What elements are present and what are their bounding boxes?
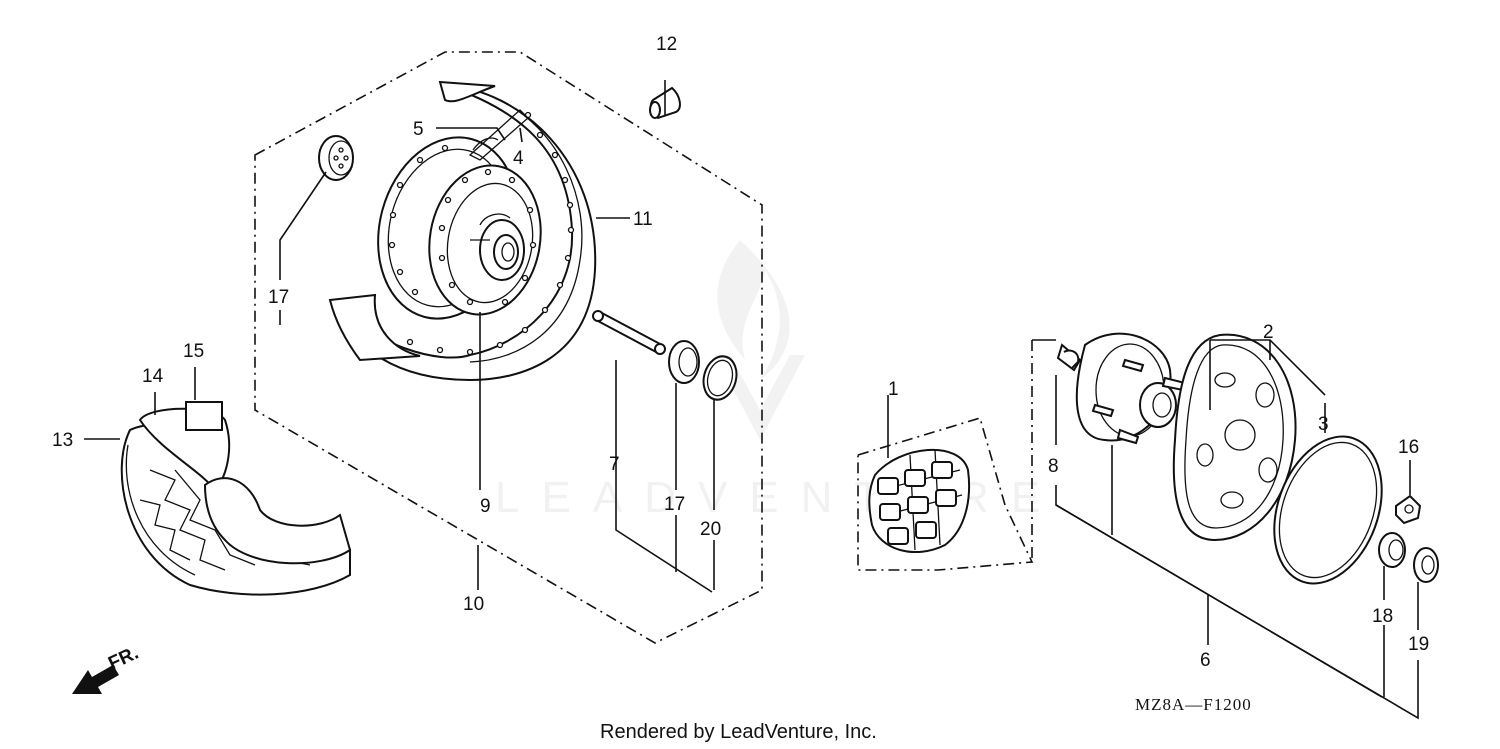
callout-13: 13 [52, 430, 73, 451]
arrow-left-down-icon [72, 665, 119, 694]
callout-16: 16 [1398, 437, 1419, 458]
left-bearing [318, 135, 354, 181]
wheel-assembly-outline [254, 51, 763, 644]
tire-parts [120, 401, 352, 596]
right-bearing [668, 340, 700, 384]
sprocket-group [1031, 332, 1439, 585]
hub-holes [438, 168, 537, 306]
diagram-code: MZ8A—F1200 [1135, 695, 1252, 714]
callout-15: 15 [183, 341, 204, 362]
callout-19: 19 [1408, 634, 1429, 655]
damper-group [857, 395, 1034, 571]
callout-6: 6 [1200, 650, 1211, 671]
callout-18: 18 [1372, 606, 1393, 627]
credit-text: Rendered by LeadVenture, Inc. [600, 721, 877, 743]
callout-12: 12 [656, 34, 677, 55]
callout-labels: 1 2 3 4 5 6 7 8 9 10 11 12 13 14 15 16 1… [52, 34, 1429, 671]
callout-4: 4 [513, 148, 524, 169]
sprocket-leader-lines [1055, 339, 1419, 720]
callout-9: 9 [480, 496, 491, 517]
front-direction-indicator: FR. [72, 643, 142, 694]
callout-2: 2 [1263, 322, 1274, 343]
callout-20: 20 [700, 519, 721, 540]
callout-3: 3 [1318, 414, 1329, 435]
callout-5: 5 [413, 119, 424, 140]
callout-7: 7 [609, 454, 620, 475]
callout-17b: 17 [664, 494, 685, 515]
watermark-text: LEADVENTURE [495, 473, 1062, 522]
callout-8: 8 [1048, 456, 1059, 477]
o-ring [702, 355, 738, 401]
callout-11: 11 [633, 209, 653, 230]
callout-17a: 17 [268, 287, 289, 308]
callout-14: 14 [142, 366, 164, 387]
tire-leader-lines [84, 367, 196, 440]
rear-wheel [328, 80, 597, 382]
brake-disc-holes [388, 144, 449, 296]
axle-collar [592, 310, 666, 355]
wheel-leader-lines [279, 80, 715, 593]
callout-10: 10 [463, 594, 484, 615]
callout-1: 1 [888, 379, 899, 400]
